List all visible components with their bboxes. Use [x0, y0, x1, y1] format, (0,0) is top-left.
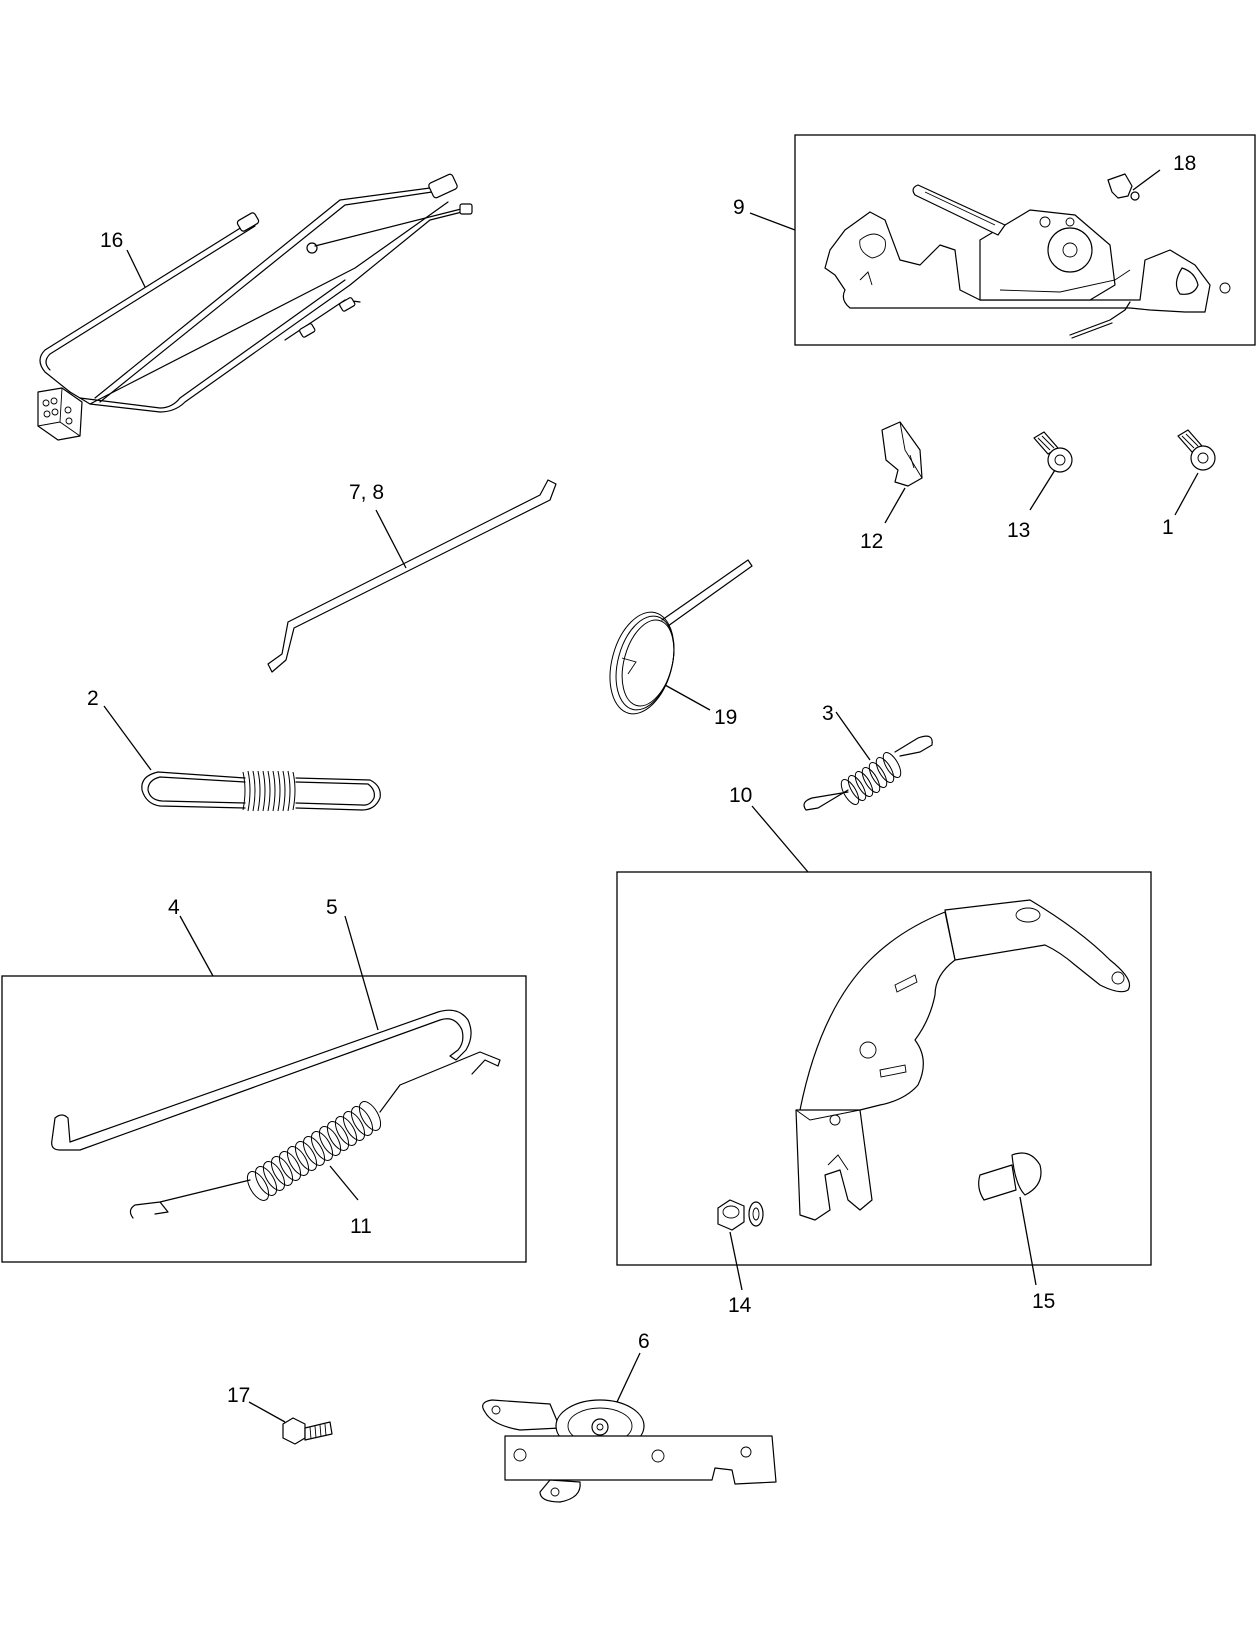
callout-5: 5 [326, 896, 338, 919]
callout-12: 12 [860, 530, 883, 553]
part-16-wire-harness[interactable] [37, 173, 473, 441]
spring-3-coils [840, 752, 902, 805]
part-10-bracket[interactable] [795, 899, 1131, 1221]
part-15-carriage-bolt[interactable] [978, 1152, 1042, 1201]
part-19-torsion-spring[interactable] [600, 559, 753, 721]
part-6-pulley-bracket[interactable] [482, 1399, 777, 1503]
callout-15: 15 [1032, 1290, 1055, 1313]
part-1-screw[interactable] [1177, 429, 1216, 471]
group-box-9 [794, 134, 1256, 346]
callout-7-8: 7, 8 [349, 481, 384, 504]
part-9-control-assembly[interactable] [824, 184, 1231, 339]
part-13-screw[interactable] [1033, 431, 1073, 473]
callout-10: 10 [729, 784, 752, 807]
part-17-bolt[interactable] [282, 1417, 333, 1445]
callout-13: 13 [1007, 519, 1030, 542]
callout-17: 17 [227, 1384, 250, 1407]
callout-4: 4 [168, 896, 180, 919]
spring-11-coils [246, 1101, 382, 1201]
callout-16: 16 [100, 229, 123, 252]
part-7-8-rod[interactable] [267, 479, 557, 673]
spring-2-coils [242, 770, 296, 812]
part-2-extension-spring[interactable] [141, 770, 381, 812]
group-box-4 [1, 975, 527, 1263]
part-11-long-spring[interactable] [129, 1051, 501, 1219]
callout-9: 9 [733, 196, 745, 219]
part-18-clip[interactable] [1107, 173, 1140, 201]
callout-19: 19 [714, 706, 737, 729]
callout-2: 2 [87, 687, 99, 710]
callout-18: 18 [1173, 152, 1196, 175]
part-12-clip[interactable] [881, 421, 923, 487]
callout-14: 14 [728, 1294, 752, 1317]
callout-11: 11 [350, 1215, 372, 1238]
callout-6: 6 [638, 1330, 650, 1353]
callout-1: 1 [1162, 516, 1174, 539]
part-3-small-spring[interactable] [803, 735, 933, 811]
part-14-nut-washer[interactable] [717, 1199, 764, 1231]
part-5-hook-rod[interactable] [51, 1009, 472, 1151]
group-box-10 [616, 871, 1152, 1266]
callout-labels: 16 9 18 12 13 1 7, 8 19 2 3 10 4 5 11 14… [87, 152, 1196, 1407]
leader-lines [103, 169, 1199, 1423]
callout-3: 3 [822, 702, 834, 725]
